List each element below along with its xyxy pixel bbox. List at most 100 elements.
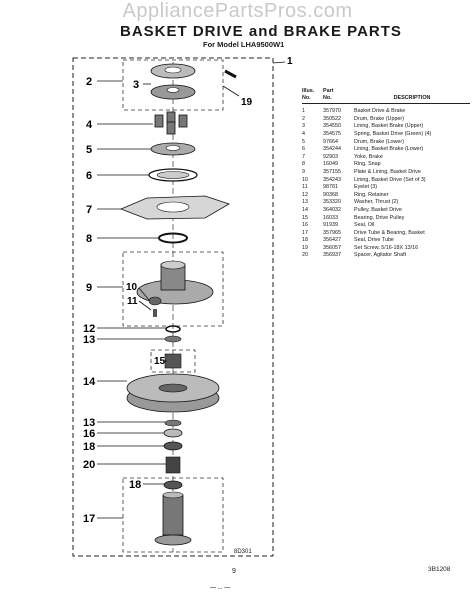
cell-illus: 5 [302,138,305,145]
cell-part: 91939 [323,222,338,229]
model-subtitle: For Model LHA9500W1 [203,40,285,49]
callout-7: 7 [86,204,92,216]
cell-part: 356427 [323,237,341,244]
cell-illus: 14 [302,206,308,213]
cell-part: 357965 [323,229,341,236]
cell-part: 16049 [323,161,338,168]
cell-desc: Washer, Thrust (2) [354,199,399,206]
thrust-washer-bottom [164,419,182,427]
callout-15: 15 [154,356,166,367]
cell-illus: 15 [302,214,308,221]
callout-19: 19 [241,97,253,108]
table-row: 3 354550 Lining, Basket Brake (Upper) [302,123,470,130]
watermark: AppliancePartsPros.com [122,0,353,22]
cell-desc: Lining, Basket Drive (Set of 3) [354,176,426,183]
callout-3: 3 [133,79,139,91]
cell-desc: Drum, Brake (Upper) [354,115,405,122]
agitator-shaft-spacer [165,456,181,474]
cell-desc: Drive Tube & Bearing, Basket [354,229,425,236]
callout-18-bottom: 18 [129,479,141,491]
table-row: 12 90368 Ring, Retainer [302,192,470,199]
table-row: 8 16049 Ring, Snap [302,161,470,168]
callout-12: 12 [83,323,95,335]
callout-13-bottom: 13 [83,417,95,429]
cell-illus: 2 [302,115,305,122]
table-row: 2 350522 Drum, Brake (Upper) [302,116,470,123]
cell-desc: Basket Drive & Brake [354,108,406,115]
cell-part: 354550 [323,123,341,130]
callout-4: 4 [86,119,93,131]
cell-part: 354575 [323,130,341,137]
table-row: 13 353320 Washer, Thrust (2) [302,199,470,206]
thrust-washer-top [164,335,182,343]
cell-desc: Eyelet (3) [354,184,378,191]
assembly-outline [72,57,274,557]
document-code: 3B1208 [428,566,451,573]
callout-9: 9 [86,282,92,294]
callout-2: 2 [86,76,92,88]
bottom-mark: — ... — [210,585,231,591]
callout-5: 5 [86,144,92,156]
cell-illus: 12 [302,191,308,198]
retainer-ring [165,325,181,333]
header-part-no: Part No. [323,88,334,101]
cell-illus: 9 [302,168,305,175]
cell-desc: Ring, Retainer [354,191,389,198]
cell-part: 92903 [323,153,338,160]
eyelet [153,309,157,317]
cell-desc: Plate & Lining, Basket Drive [354,168,421,175]
callout-11: 11 [127,296,138,307]
cell-part: 354244 [323,146,341,153]
cell-desc: Lining, Basket Brake (Lower) [354,146,424,153]
table-row: 4 354575 Spring, Basket Drive (Green) (4) [302,131,470,138]
header-illus-no: Illus. No. [302,88,315,101]
parts-table-header: Illus. No. Part No. DESCRIPTION [302,88,470,105]
cell-desc: Lining, Basket Brake (Upper) [354,123,424,130]
cell-part: 357155 [323,168,341,175]
callout-10: 10 [126,282,138,293]
upper-drum-box [122,59,224,111]
cell-desc: Pulley, Basket Drive [354,206,402,213]
cell-part: 16033 [323,214,338,221]
basket-drive-springs [154,111,188,135]
drive-tube-box [122,477,224,553]
callout-14: 14 [83,376,96,388]
cell-desc: Spring, Basket Drive (Green) (4) [354,130,432,137]
table-row: 19 356057 Set Screw, 5/16-18X 13/16 [302,245,470,252]
page-number: 9 [232,568,236,575]
cell-illus: 10 [302,176,308,183]
cell-desc: Set Screw, 5/16-18X 13/16 [354,244,419,251]
cell-part: 90368 [323,191,338,198]
callout-6: 6 [86,170,92,182]
leader-lines [97,61,286,519]
cell-part: 353320 [323,199,341,206]
cell-illus: 18 [302,237,308,244]
cell-illus: 8 [302,161,305,168]
cell-part: 350522 [323,115,341,122]
cell-illus: 4 [302,130,305,137]
cell-illus: 6 [302,146,305,153]
cell-illus: 1 [302,108,305,115]
page-title: BASKET DRIVE and BRAKE PARTS [120,23,402,40]
cell-desc: Ring, Snap [354,161,381,168]
cell-part: 356057 [323,244,341,251]
cell-illus: 19 [302,244,308,251]
cell-illus: 13 [302,199,308,206]
table-row: 6 354244 Lining, Basket Brake (Lower) [302,146,470,153]
callout-13-top: 13 [83,334,95,346]
cell-desc: Seal, Drive Tube [354,237,394,244]
cell-desc: Bearing, Drive Pulley [354,214,405,221]
cell-illus: 17 [302,229,308,236]
cell-desc: Spacer, Agitator Shaft [354,252,407,259]
cell-illus: 11 [302,184,308,191]
cell-part: 357970 [323,108,341,115]
callout-17: 17 [83,513,95,525]
cell-illus: 3 [302,123,305,130]
callout-16: 16 [83,428,95,440]
